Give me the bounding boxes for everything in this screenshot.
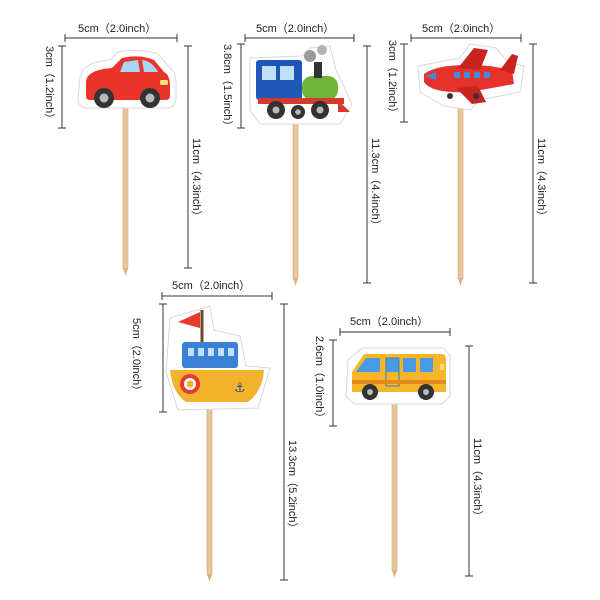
train-height-label: 3.8cm（1.5inch） (221, 44, 234, 131)
car-width-label: 5cm（2.0inch） (78, 22, 156, 35)
car-height-label: 3cm（1.2inch） (43, 46, 56, 124)
boat-topper: 5cm（2.0inch） 5cm（2.0inch） 13.3cm（5.2inch… (130, 279, 299, 582)
bus-topper: 5cm（2.0inch） 2.6cm（1.0inch） 11cm（4.3inch… (313, 315, 484, 578)
bus-stick (391, 397, 398, 573)
train-stick (292, 119, 299, 281)
plane-width-label: 5cm（2.0inch） (422, 22, 500, 35)
train-icon (249, 45, 353, 125)
plane-stick-label: 11cm（4.3inch） (535, 138, 548, 222)
plane-height-label: 3cm（1.2inch） (386, 40, 399, 118)
plane-stick (457, 103, 464, 281)
car-stick-label: 11cm（4.3inch） (190, 138, 203, 222)
boat-stick-label: 13.3cm（5.2inch） (286, 440, 299, 534)
plane-icon (417, 43, 525, 111)
anchor-icon: ⚓ (234, 381, 246, 396)
car-topper: 5cm（2.0inch） 3cm（1.2inch） 11cm（4.3inch） (43, 22, 203, 276)
car-stick (122, 107, 129, 271)
bus-width-label: 5cm（2.0inch） (350, 315, 428, 328)
train-topper: 5cm（2.0inch） 3.8cm（1.5inch） 11.3cm（4.4in… (221, 22, 382, 286)
plane-topper: 5cm（2.0inch） 3cm（1.2inch） 11cm（4.3inch） (386, 22, 548, 286)
bus-height-label: 2.6cm（1.0inch） (313, 336, 326, 423)
boat-width-label: 5cm（2.0inch） (172, 279, 250, 292)
bus-icon (345, 347, 451, 405)
car-icon (77, 49, 177, 109)
boat-icon: ⚓ (165, 305, 271, 411)
train-width-label: 5cm（2.0inch） (256, 22, 334, 35)
boat-height-label: 5cm（2.0inch） (130, 318, 143, 396)
train-stick-label: 11.3cm（4.4inch） (369, 138, 382, 231)
bus-stick-label: 11cm（4.3inch） (471, 438, 484, 522)
boat-stick (206, 407, 213, 577)
